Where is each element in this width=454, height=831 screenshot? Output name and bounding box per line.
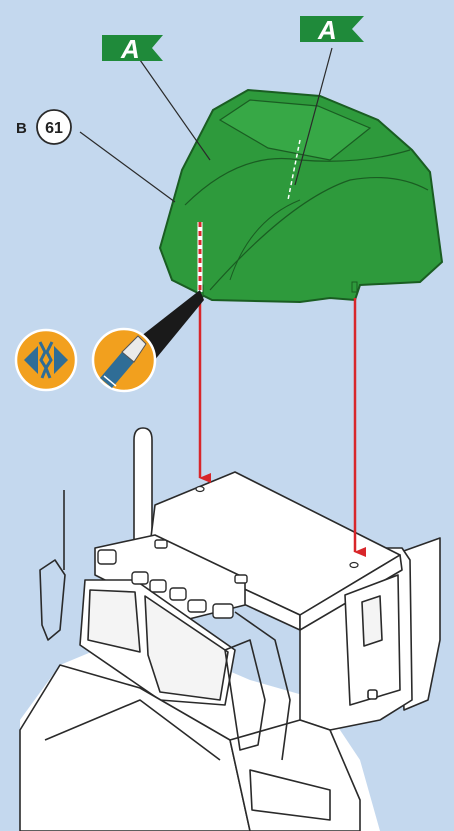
part-number: 61 <box>45 120 63 137</box>
sprue-letter: B <box>16 120 27 137</box>
door-window <box>362 596 382 646</box>
flag-right: A <box>300 15 364 45</box>
flag-left: A <box>102 34 163 64</box>
door-handle <box>368 690 377 699</box>
truck-cab-illustration <box>20 428 440 831</box>
flag-right-label: A <box>317 15 337 45</box>
roof-hole-left <box>196 487 204 492</box>
roof-hole-right <box>350 563 358 568</box>
flag-left-label: A <box>120 34 140 64</box>
grab-handle-left <box>40 560 65 640</box>
part-callout: B 61 <box>16 110 71 144</box>
hobby-knife-icon <box>93 329 155 391</box>
break-apart-icon <box>16 330 76 390</box>
fairing-peg-right <box>352 282 357 292</box>
